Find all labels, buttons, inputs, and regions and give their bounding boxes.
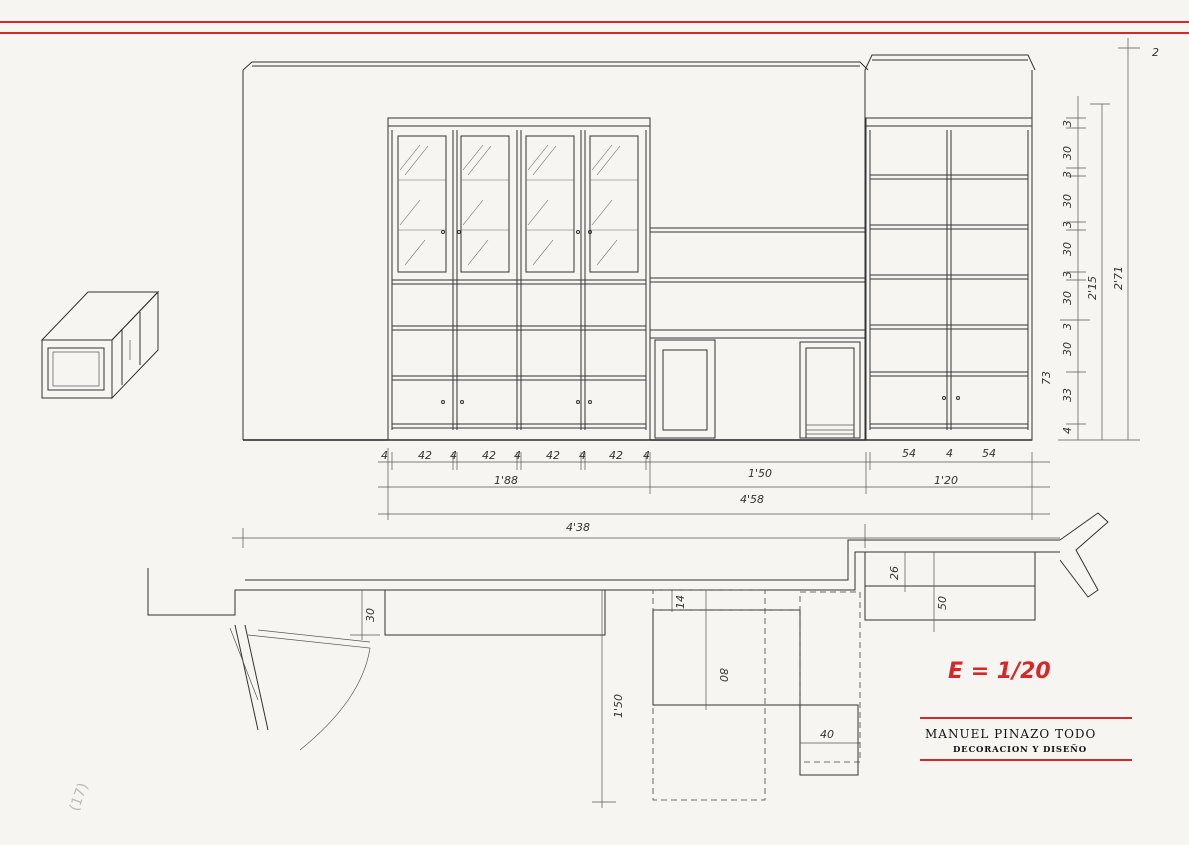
- elevation-vertical-dimensions: [1058, 38, 1140, 441]
- section-total-label: 1'88: [494, 474, 518, 487]
- dim-label: 4: [1061, 427, 1074, 434]
- dim-label: 4: [946, 447, 953, 460]
- dim-label: 4: [579, 449, 586, 462]
- plan-dim-label: 1'50: [612, 694, 625, 718]
- overall-inner-label: 4'58: [740, 493, 764, 506]
- dim-label: 2'15: [1086, 276, 1099, 300]
- section-total-label: 1'50: [748, 467, 772, 480]
- overall-outer-label: 4'38: [566, 521, 590, 534]
- dim-label: 3: [1061, 323, 1074, 330]
- dim-label: 3: [1061, 271, 1074, 278]
- dim-label: 42: [418, 449, 432, 462]
- scale-label: E = 1/20: [948, 659, 1051, 684]
- page-stamp: (17): [67, 781, 92, 813]
- top-red-border: [0, 21, 1189, 34]
- dim-label: 73: [1040, 371, 1053, 385]
- dim-label: 4: [450, 449, 457, 462]
- dim-label: 42: [609, 449, 623, 462]
- front-elevation: [242, 54, 1036, 441]
- dim-label: 54: [982, 447, 996, 460]
- title-block: MANUEL PINAZO TODO DECORACION Y DISEÑO: [920, 717, 1132, 761]
- plan-dim-label: 40: [820, 728, 834, 741]
- dim-label: 3: [1061, 171, 1074, 178]
- sheet-number: 2: [1152, 46, 1159, 59]
- designer-subtitle: DECORACION Y DISEÑO: [953, 743, 1087, 755]
- dim-label: 30: [1061, 342, 1074, 356]
- section-total-label: 1'20: [934, 474, 958, 487]
- dim-label: 2'71: [1112, 266, 1125, 290]
- plan-dim-label: 14: [674, 595, 687, 609]
- floor-plan: [147, 512, 1109, 801]
- dim-label: 33: [1061, 388, 1074, 402]
- dim-label: 4: [643, 449, 650, 462]
- dim-label: 3: [1061, 221, 1074, 228]
- designer-name: MANUEL PINAZO TODO: [925, 727, 1096, 741]
- dim-label: 30: [1061, 242, 1074, 256]
- elevation-width-labels: 4 42 4 42 4 42 4 42 4 54 4 54 1'88 1'50 …: [381, 447, 996, 534]
- plan-dim-label: 26: [888, 566, 901, 580]
- dim-label: 4: [514, 449, 521, 462]
- dim-label: 30: [1061, 194, 1074, 208]
- elevation-height-labels: 3 30 3 30 3 30 3 30 3 30 33 4 73 2'15 2'…: [1040, 120, 1125, 434]
- dim-label: 42: [482, 449, 496, 462]
- dim-label: 42: [546, 449, 560, 462]
- plan-dimensions: 30 14 80 1'50 40 26 50: [350, 552, 949, 808]
- dim-label: 30: [1061, 291, 1074, 305]
- dim-label: 54: [902, 447, 916, 460]
- dim-label: 30: [1061, 146, 1074, 160]
- dim-label: 4: [381, 449, 388, 462]
- plan-dim-label: 50: [936, 596, 949, 610]
- plan-dim-label: 30: [364, 608, 377, 622]
- elevation-horizontal-dimensions: [232, 448, 1060, 548]
- desk-perspective-sketch: [40, 290, 160, 400]
- plan-dim-label: 80: [717, 668, 730, 682]
- dim-label: 3: [1061, 120, 1074, 127]
